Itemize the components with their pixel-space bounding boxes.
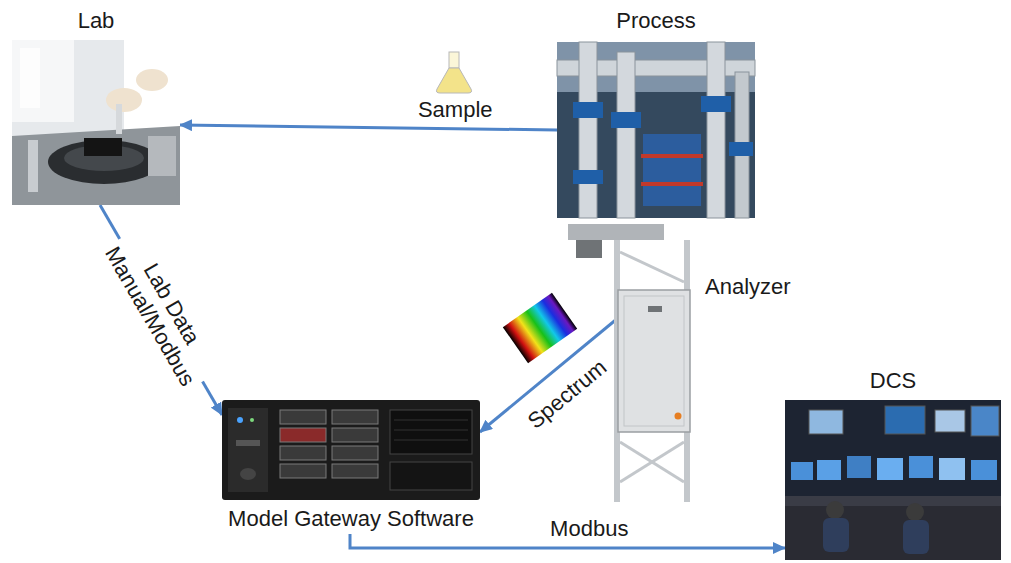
lab-photo bbox=[12, 40, 180, 205]
illustration-part bbox=[620, 252, 684, 282]
illustration-part bbox=[237, 417, 243, 423]
illustration-part bbox=[785, 504, 1001, 560]
node-heading: Model Gateway Software bbox=[228, 506, 474, 532]
lab-data-arrow bbox=[100, 205, 222, 415]
illustration-part bbox=[618, 290, 690, 432]
edge-label: Lab Data Manual/Modbus bbox=[97, 226, 225, 394]
illustration-part bbox=[332, 446, 378, 460]
illustration-part bbox=[228, 408, 268, 492]
illustration-part bbox=[280, 410, 326, 424]
illustration-part bbox=[390, 410, 472, 454]
illustration-part bbox=[280, 428, 326, 442]
illustration-part bbox=[885, 406, 925, 434]
illustration-part bbox=[906, 503, 924, 521]
illustration-part bbox=[136, 69, 168, 91]
illustration-part bbox=[394, 420, 468, 421]
flask-icon bbox=[436, 52, 471, 93]
illustration-part bbox=[390, 462, 472, 490]
control-room-photo bbox=[785, 400, 1001, 560]
illustration-part bbox=[809, 410, 843, 434]
illustration-part bbox=[903, 520, 929, 554]
illustration-part bbox=[394, 430, 468, 431]
server-photo bbox=[222, 400, 480, 500]
illustration-part bbox=[394, 440, 468, 441]
illustration-part bbox=[971, 460, 997, 480]
illustration-part bbox=[617, 52, 635, 218]
illustration-part bbox=[84, 138, 122, 156]
illustration-part bbox=[332, 428, 378, 442]
illustration-part bbox=[675, 413, 682, 420]
illustration-part bbox=[148, 136, 176, 176]
illustration-part bbox=[847, 456, 871, 478]
illustration-part bbox=[28, 140, 38, 192]
node-heading: Lab bbox=[78, 8, 115, 34]
illustration-part bbox=[701, 96, 731, 112]
illustration-part bbox=[12, 40, 180, 205]
illustration-part bbox=[503, 293, 577, 363]
illustration-part bbox=[620, 442, 684, 482]
illustration-part bbox=[785, 496, 1001, 506]
illustration-part bbox=[573, 170, 603, 184]
dcs-node: DCS bbox=[785, 400, 1001, 560]
lab-node: Lab bbox=[12, 40, 180, 205]
node-heading: DCS bbox=[870, 368, 916, 394]
illustration-part bbox=[648, 306, 662, 312]
illustration-part bbox=[791, 462, 813, 480]
illustration-part bbox=[557, 42, 755, 218]
illustration-part bbox=[579, 42, 597, 218]
illustration-part bbox=[576, 240, 602, 258]
illustration-part bbox=[817, 460, 841, 480]
illustration-part bbox=[641, 182, 703, 186]
illustration-part bbox=[12, 40, 74, 122]
illustration-part bbox=[250, 418, 254, 422]
illustration-part bbox=[826, 501, 844, 519]
modbus-arrow bbox=[350, 534, 785, 548]
spectrum-image bbox=[503, 293, 577, 363]
analyzer-photo bbox=[568, 222, 692, 502]
illustration-part bbox=[611, 112, 641, 128]
illustration-part bbox=[116, 104, 122, 134]
process-node: Process bbox=[557, 42, 755, 218]
illustration-part bbox=[935, 410, 965, 432]
node-heading: Analyzer bbox=[705, 274, 791, 300]
illustration-part bbox=[568, 224, 664, 240]
illustration-part bbox=[124, 40, 180, 132]
illustration-part bbox=[449, 52, 459, 68]
illustration-part bbox=[106, 88, 142, 112]
spectrum-arrow bbox=[480, 318, 618, 432]
illustration-part bbox=[643, 134, 701, 206]
illustration-part bbox=[436, 68, 471, 93]
illustration-part bbox=[236, 440, 260, 446]
analyzer-node: Analyzer bbox=[618, 222, 692, 502]
illustration-part bbox=[280, 446, 326, 460]
illustration-part bbox=[573, 102, 603, 118]
process-photo bbox=[557, 42, 755, 218]
illustration-part bbox=[332, 464, 378, 478]
gateway-node: Model Gateway Software bbox=[222, 400, 480, 534]
illustration-part bbox=[939, 458, 965, 480]
illustration-part bbox=[332, 410, 378, 424]
illustration-part bbox=[707, 42, 725, 218]
node-heading: Process bbox=[616, 8, 695, 34]
illustration-part bbox=[624, 296, 684, 426]
illustration-part bbox=[877, 458, 903, 480]
illustration-part bbox=[641, 154, 703, 158]
illustration-part bbox=[823, 518, 849, 552]
edge-label: Spectrum bbox=[523, 354, 612, 433]
edge-label: Sample bbox=[418, 96, 493, 121]
illustration-part bbox=[222, 400, 480, 500]
illustration-part bbox=[20, 48, 40, 108]
illustration-part bbox=[971, 406, 999, 436]
illustration-part bbox=[785, 400, 1001, 560]
illustration-part bbox=[240, 468, 256, 480]
illustration-part bbox=[729, 142, 753, 156]
sample-arrow bbox=[180, 125, 557, 130]
illustration-part bbox=[280, 464, 326, 478]
edge-label: Modbus bbox=[550, 516, 628, 541]
illustration-part bbox=[12, 126, 180, 205]
illustration-part bbox=[620, 442, 684, 482]
illustration-part bbox=[909, 456, 933, 478]
